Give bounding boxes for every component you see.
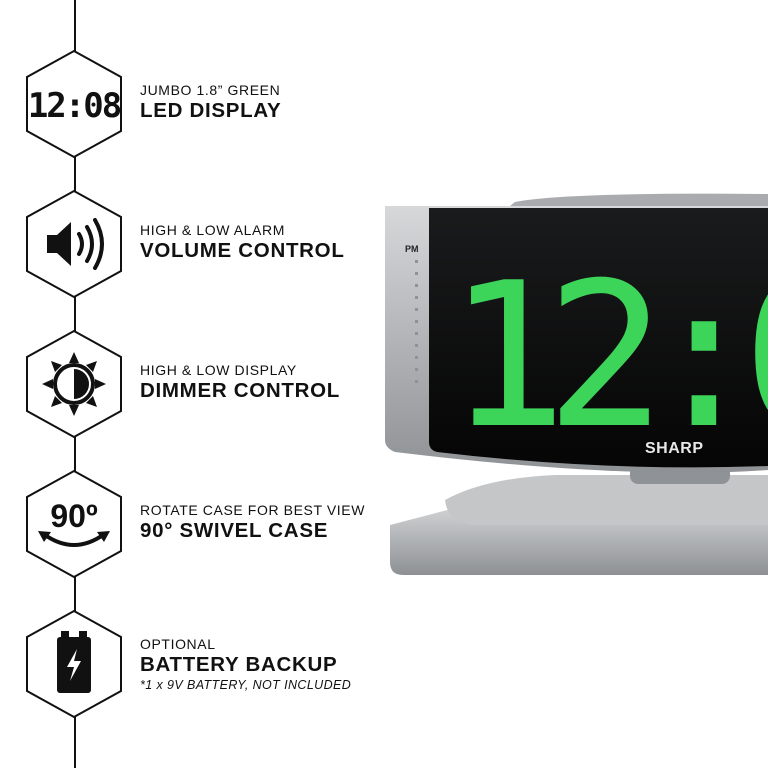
hexagon-badge <box>19 189 129 299</box>
feature-headline: 90° SWIVEL CASE <box>140 519 329 542</box>
brightness-sun-icon <box>42 352 106 416</box>
feature-subtitle: OPTIONAL <box>140 636 216 652</box>
feature-swivel-case: 90º ROTATE CASE FOR BEST VIEW 90° SWIVEL… <box>0 469 380 579</box>
product-alarm-clock: PM 12:0 SHARP <box>385 190 768 580</box>
feature-led-display: 12:08 JUMBO 1.8” GREEN LED DISPLAY <box>0 49 380 159</box>
feature-subtitle: HIGH & LOW DISPLAY <box>140 362 297 378</box>
battery-charge-icon <box>57 631 91 693</box>
rotate-90-icon-text: 90º <box>50 498 98 534</box>
feature-dimmer-control: HIGH & LOW DISPLAY DIMMER CONTROL <box>0 329 380 439</box>
led-time-digits: 12:0 <box>447 240 768 473</box>
feature-headline: VOLUME CONTROL <box>140 239 345 262</box>
feature-battery-backup: OPTIONAL BATTERY BACKUP *1 x 9V BATTERY,… <box>0 609 380 719</box>
led-digits-icon-text: 12:08 <box>28 86 121 126</box>
pm-indicator-label: PM <box>405 244 419 254</box>
brand-logo-text: SHARP <box>645 440 704 457</box>
speaker-volume-icon <box>47 218 104 270</box>
feature-headline: DIMMER CONTROL <box>140 379 340 402</box>
alarm-clock-illustration: PM 12:0 SHARP <box>385 193 768 575</box>
feature-subtitle: JUMBO 1.8” GREEN <box>140 82 281 98</box>
feature-headline: BATTERY BACKUP <box>140 653 338 676</box>
hexagon-badge: 90º <box>19 469 129 579</box>
feature-subtitle: HIGH & LOW ALARM <box>140 222 285 238</box>
feature-headline: LED DISPLAY <box>140 99 282 122</box>
feature-footnote: *1 x 9V BATTERY, NOT INCLUDED <box>140 678 352 692</box>
hexagon-badge: 12:08 <box>19 49 129 159</box>
rotate-90-icon: 90º <box>38 498 110 547</box>
feature-subtitle: ROTATE CASE FOR BEST VIEW <box>140 502 366 518</box>
hexagon-badge <box>19 609 129 719</box>
hexagon-badge <box>19 329 129 439</box>
led-digits-icon: 12:08 <box>28 86 123 126</box>
feature-volume-control: HIGH & LOW ALARM VOLUME CONTROL <box>0 189 380 299</box>
